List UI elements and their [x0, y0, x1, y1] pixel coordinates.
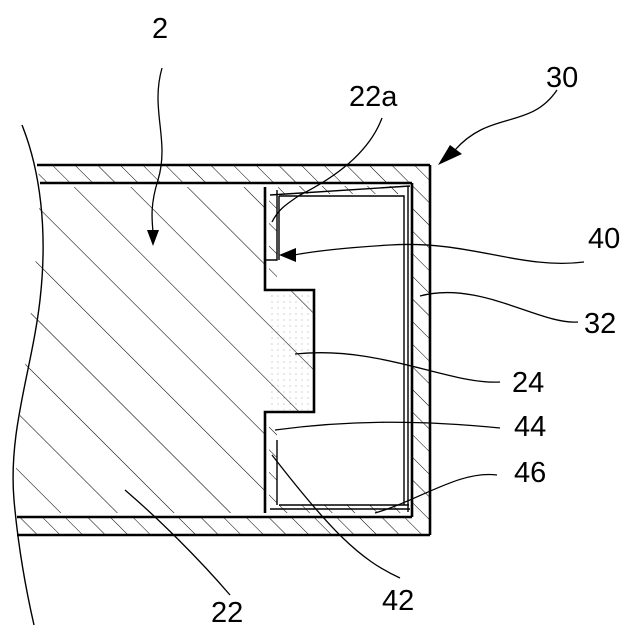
- label-44: 44: [514, 411, 546, 443]
- label-24: 24: [512, 367, 544, 399]
- label-22a: 22a: [349, 81, 398, 113]
- label-2: 2: [152, 13, 168, 45]
- label-30: 30: [546, 62, 578, 94]
- label-42: 42: [382, 585, 414, 617]
- label-32: 32: [584, 308, 616, 340]
- step-24-fill: [268, 293, 312, 410]
- arrow-30-head: [438, 145, 462, 165]
- label-40: 40: [588, 223, 620, 255]
- arrow-40-head: [279, 248, 296, 262]
- label-46: 46: [514, 457, 546, 489]
- label-22: 22: [211, 597, 243, 629]
